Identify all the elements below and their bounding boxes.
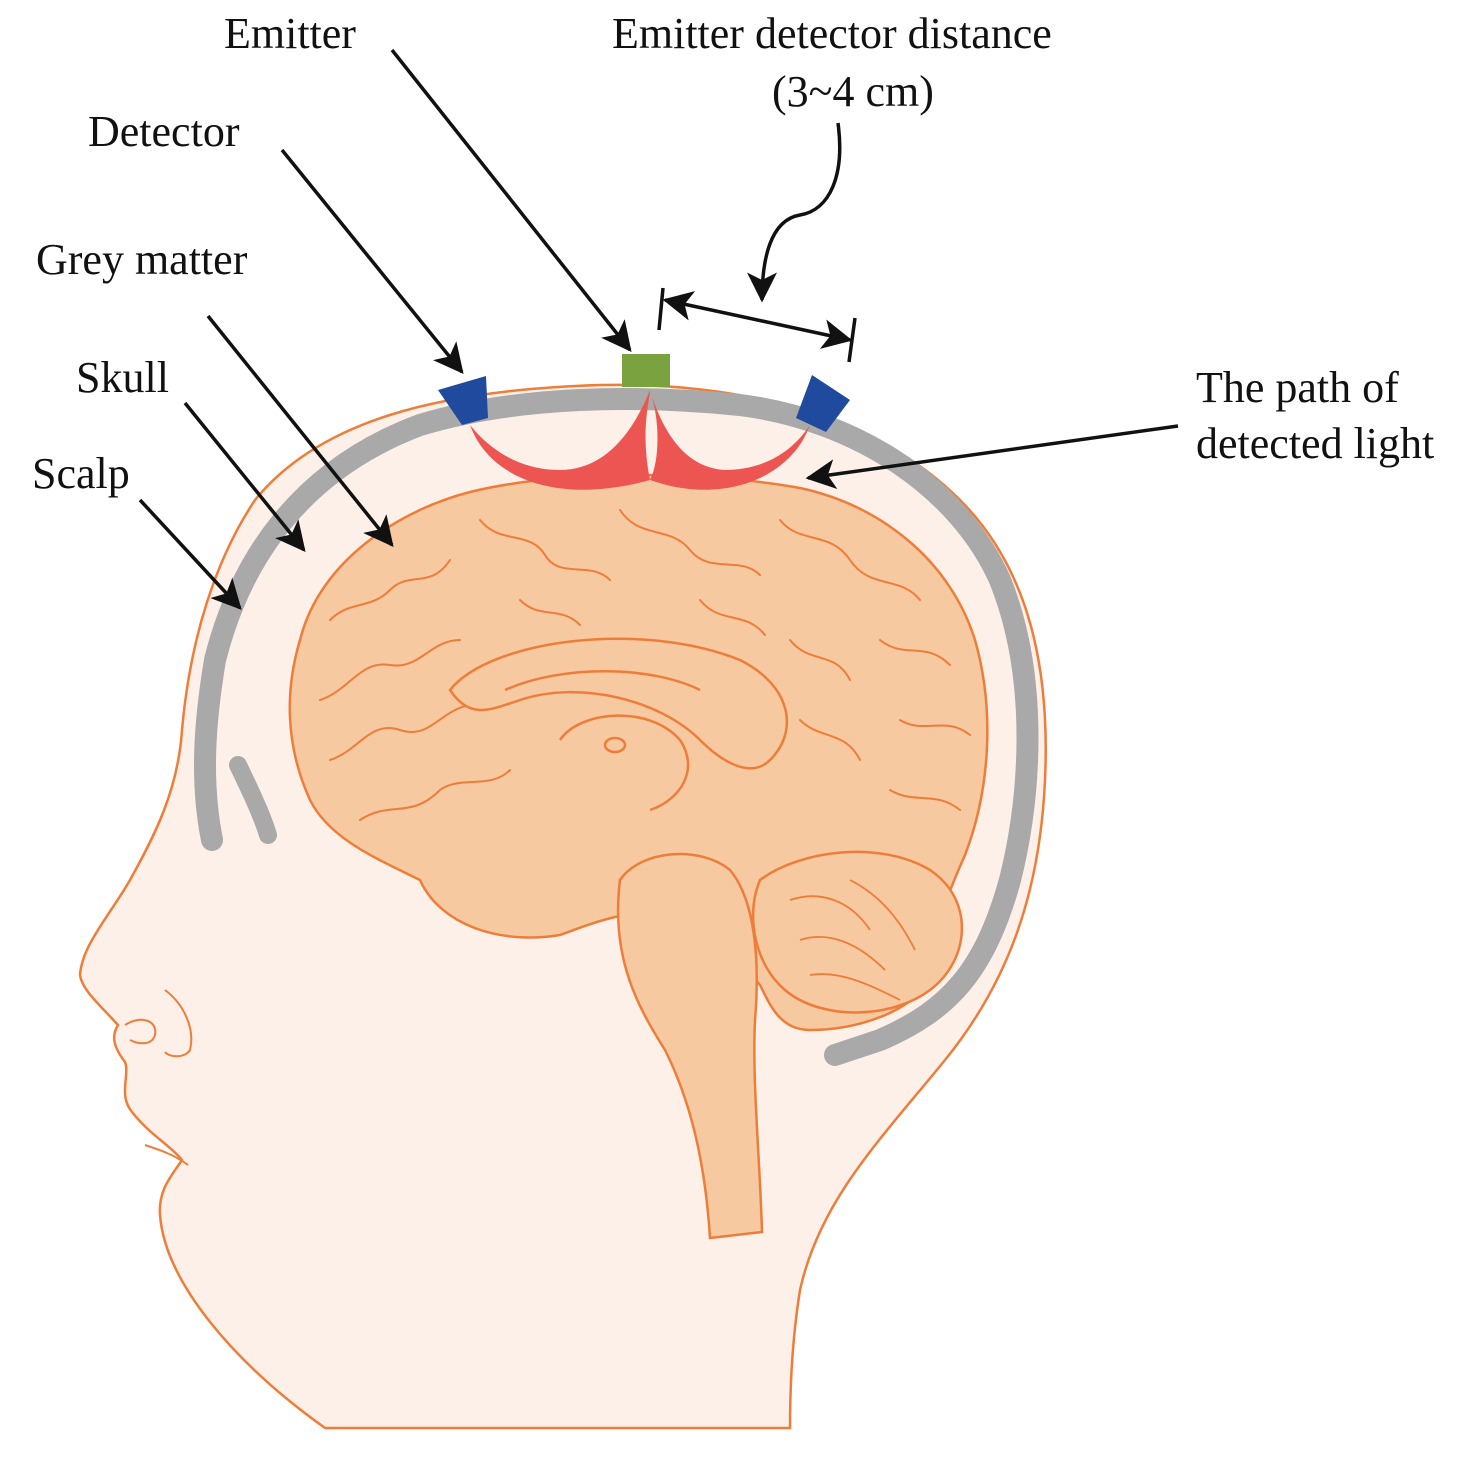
skull-band (193, 388, 1039, 1066)
detector-right (796, 375, 850, 432)
light-path-left (470, 390, 650, 490)
detector-label: Detector (88, 107, 240, 156)
brain-gyri (319, 509, 971, 821)
distance-dimension (657, 287, 857, 363)
arrow-emitter (390, 48, 632, 352)
light-path-label-line2: detected light (1196, 419, 1435, 468)
label-arrows (138, 48, 1179, 610)
arrow-scalp (138, 498, 242, 610)
emitter-optode (622, 354, 670, 387)
detector-left (438, 376, 488, 425)
cerebellum-folia (789, 879, 916, 1001)
skull-frontal-sinus (229, 756, 277, 844)
brain-internal-structures (448, 637, 789, 812)
light-path-right (650, 390, 810, 490)
distance-label-line2: (3~4 cm) (772, 67, 934, 116)
arrow-distance-callout (747, 122, 842, 303)
skull-label: Skull (76, 353, 169, 402)
distance-label-line1: Emitter detector distance (612, 9, 1052, 58)
light-path-label-line1: The path of (1196, 363, 1399, 412)
arrow-detector (280, 148, 464, 374)
brainstem (616, 852, 764, 1240)
arrow-skull (183, 401, 306, 552)
arrow-grey-matter (206, 314, 394, 547)
grey-matter-label: Grey matter (36, 235, 248, 284)
brain-cerebellum (751, 850, 964, 1014)
face-features (124, 989, 193, 1166)
arrow-light-path (805, 424, 1179, 490)
emitter-label: Emitter (224, 9, 356, 58)
scalp-label: Scalp (32, 449, 130, 498)
